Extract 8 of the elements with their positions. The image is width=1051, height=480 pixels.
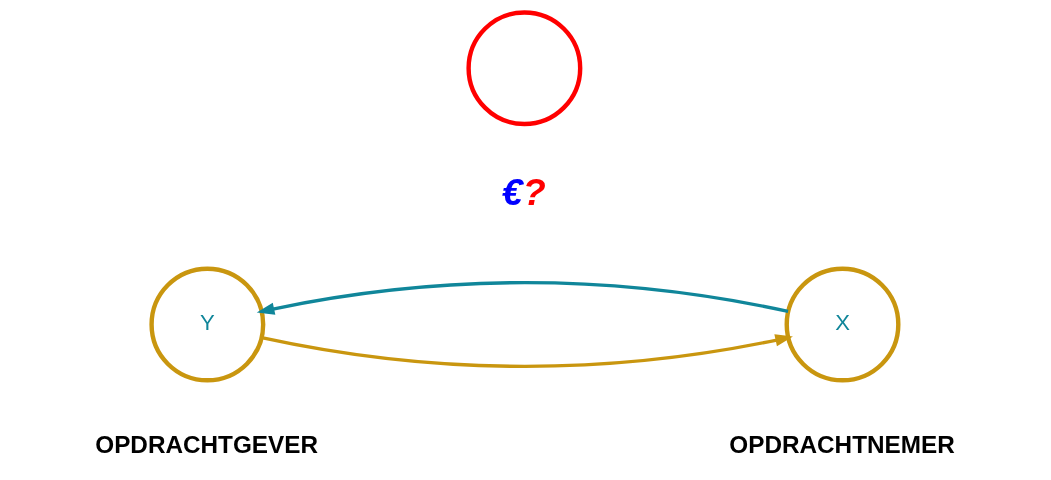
node-circle: Y	[149, 266, 266, 383]
node-label: OPDRACHTGEVER	[95, 430, 319, 458]
node-circle	[466, 10, 583, 127]
node-circle: X	[784, 266, 901, 383]
arrow	[261, 334, 793, 368]
node-label: OPDRACHTNEMER	[729, 430, 955, 458]
arrow	[256, 281, 789, 315]
label: €?	[501, 170, 546, 213]
